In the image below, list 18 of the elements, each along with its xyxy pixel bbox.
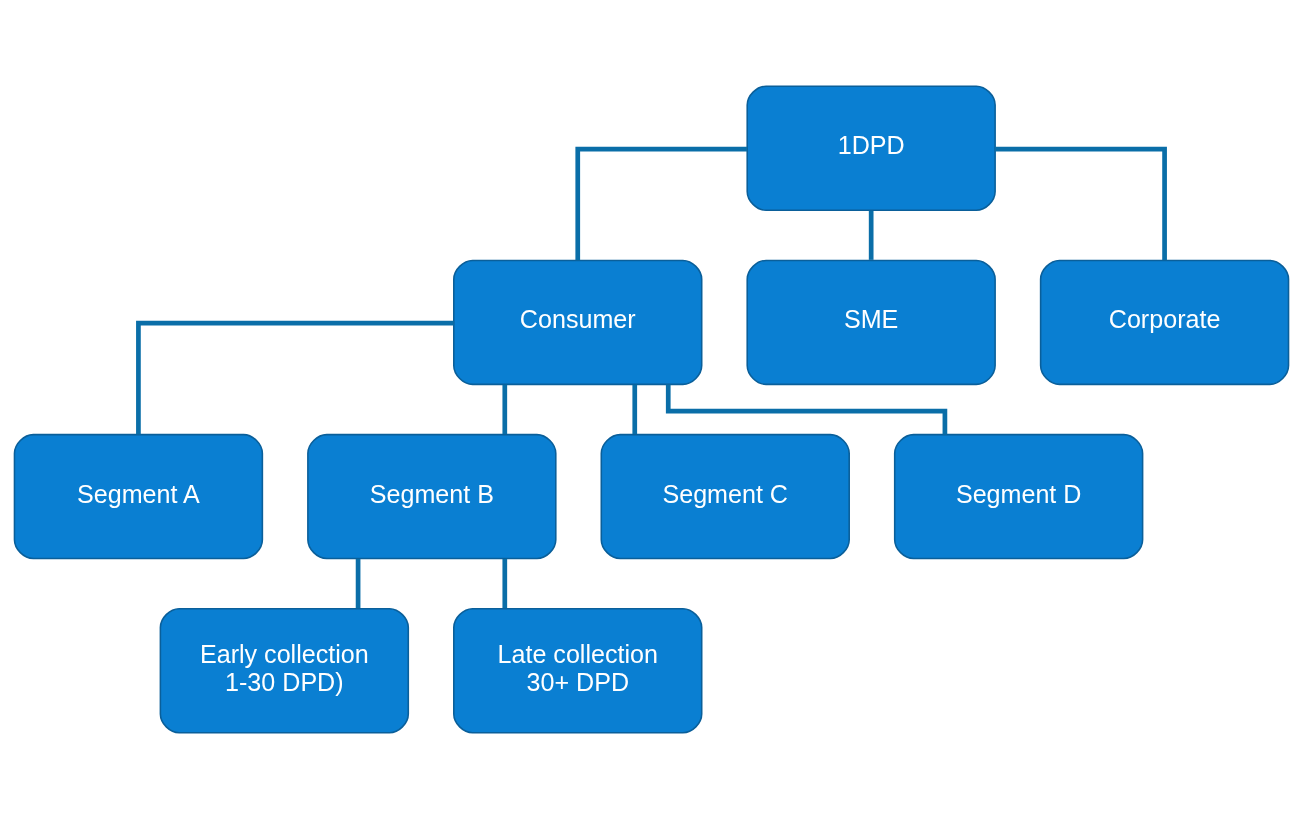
connector <box>502 558 508 608</box>
connector <box>632 384 638 434</box>
connector <box>355 558 361 608</box>
node-box: Segment A <box>13 433 264 559</box>
node-box: Segment D <box>893 433 1144 559</box>
connector <box>136 320 454 434</box>
connector <box>868 210 874 260</box>
node-box: Early collection 1-30 DPD) <box>159 607 410 733</box>
node-box: Late collection 30+ DPD <box>453 607 703 733</box>
node-box: Segment C <box>600 433 850 559</box>
connector <box>995 146 1167 260</box>
node-box: SME <box>746 259 996 385</box>
node-box: 1DPD <box>746 85 996 211</box>
connector <box>502 384 508 434</box>
node-box: Consumer <box>453 259 703 385</box>
node-box: Segment B <box>307 433 557 559</box>
node-box: Corporate <box>1039 259 1290 385</box>
connector <box>575 146 748 260</box>
